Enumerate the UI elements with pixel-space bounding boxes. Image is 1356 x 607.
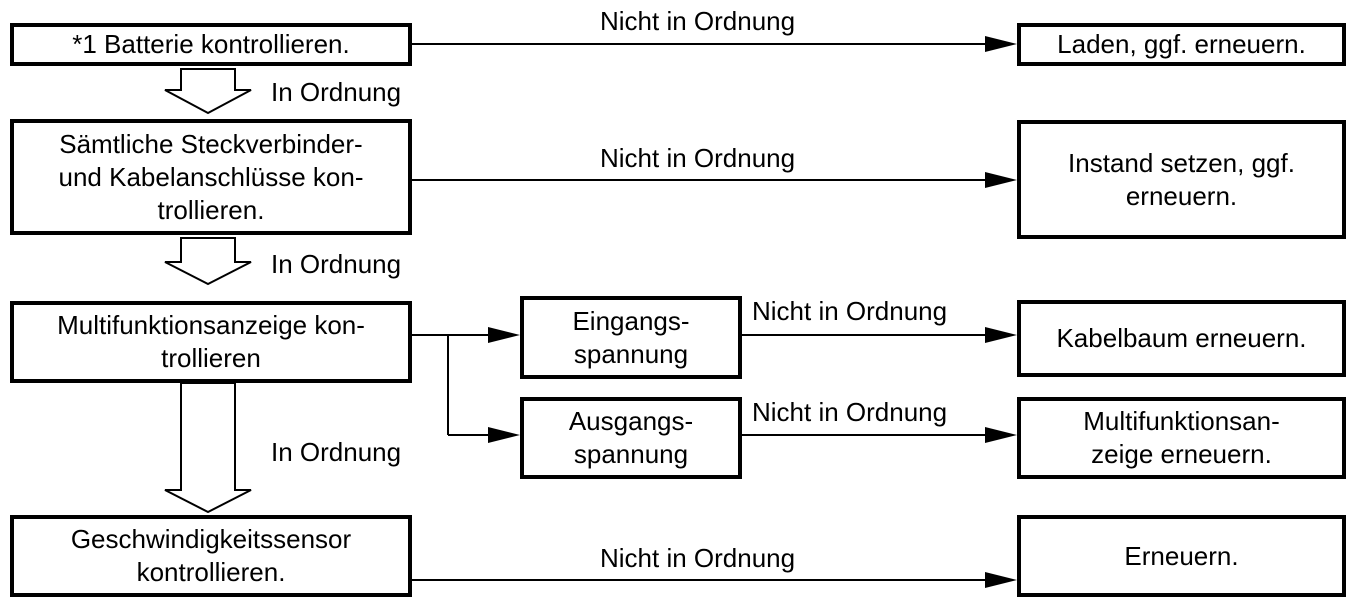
battery-check-box: *1 Batterie kontrollieren. bbox=[10, 23, 412, 66]
arrowhead bbox=[985, 572, 1017, 588]
harness-fix-box: Kabelbaum erneuern. bbox=[1017, 300, 1346, 377]
speed-sensor-check-text: Geschwindigkeitssensor kontrollieren. bbox=[70, 524, 352, 587]
display-fix-text: Multifunktionsan- zeige erneuern. bbox=[1083, 406, 1280, 469]
down-arrow-3 bbox=[164, 382, 252, 514]
not-ok-label-2: Nicht in Ordnung bbox=[600, 143, 796, 173]
output-voltage-text: Ausgangs- spannung bbox=[568, 406, 694, 469]
connectors-fix-text: Instand setzen, ggf. erneuern. bbox=[1068, 147, 1295, 211]
speed-sensor-fix-text: Erneuern. bbox=[1124, 540, 1239, 571]
connectors-check-box: Sämtliche Steckverbinder- und Kabelansch… bbox=[10, 119, 412, 235]
not-ok-label-4: Nicht in Ordnung bbox=[752, 397, 948, 427]
down-arrow-1 bbox=[164, 68, 252, 115]
not-ok-label-5: Nicht in Ordnung bbox=[600, 543, 796, 573]
arrowhead bbox=[985, 36, 1017, 52]
display-check-text: Multifunktionsanzeige kon- trollieren bbox=[57, 310, 365, 373]
arrowhead bbox=[985, 427, 1017, 443]
arrowhead bbox=[985, 172, 1017, 188]
output-voltage-box: Ausgangs- spannung bbox=[520, 397, 742, 479]
not-ok-label-3: Nicht in Ordnung bbox=[752, 296, 948, 326]
ok-label-2: In Ordnung bbox=[271, 249, 402, 279]
battery-fix-text: Laden, ggf. erneuern. bbox=[1057, 29, 1306, 59]
connectors-check-text: Sämtliche Steckverbinder- und Kabelansch… bbox=[58, 128, 364, 225]
input-voltage-text: Eingangs- spannung bbox=[572, 305, 690, 369]
speed-sensor-fix-box: Erneuern. bbox=[1017, 515, 1346, 597]
arrowhead bbox=[488, 327, 520, 343]
battery-check-text: *1 Batterie kontrollieren. bbox=[72, 29, 350, 59]
input-voltage-box: Eingangs- spannung bbox=[520, 296, 742, 379]
down-arrow-2 bbox=[164, 237, 252, 286]
battery-fix-box: Laden, ggf. erneuern. bbox=[1017, 23, 1346, 66]
speed-sensor-check-box: Geschwindigkeitssensor kontrollieren. bbox=[10, 515, 412, 597]
ok-label-3: In Ordnung bbox=[271, 437, 402, 467]
harness-fix-text: Kabelbaum erneuern. bbox=[1056, 323, 1307, 353]
not-ok-label-1: Nicht in Ordnung bbox=[600, 6, 796, 36]
ok-label-1: In Ordnung bbox=[271, 77, 402, 107]
connectors-fix-box: Instand setzen, ggf. erneuern. bbox=[1017, 120, 1346, 239]
arrowhead bbox=[488, 427, 520, 443]
display-fix-box: Multifunktionsan- zeige erneuern. bbox=[1017, 397, 1346, 479]
display-check-box: Multifunktionsanzeige kon- trollieren bbox=[10, 301, 412, 383]
arrowhead bbox=[985, 327, 1017, 343]
